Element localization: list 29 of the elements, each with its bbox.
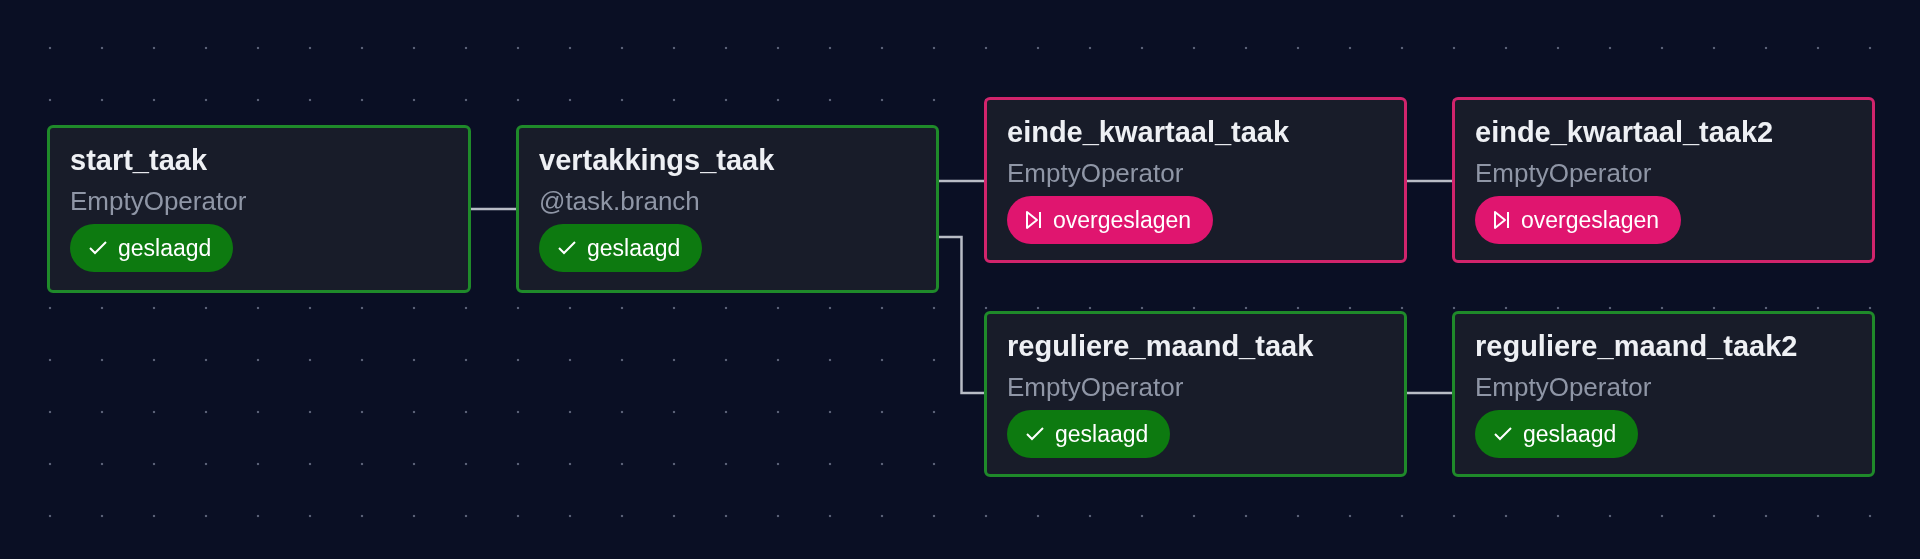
status-badge: geslaagd: [539, 224, 703, 272]
operator-type: EmptyOperator: [1475, 371, 1653, 404]
connector-line: [471, 207, 516, 211]
status-badge: geslaagd: [1007, 410, 1171, 458]
status-badge: geslaagd: [1475, 410, 1639, 458]
status-badge: overgeslagen: [1007, 196, 1214, 244]
connector-line: [939, 179, 984, 183]
task-name: vertakkings_taak: [539, 143, 776, 178]
operator-type: @task.branch: [539, 185, 701, 218]
task-name: einde_kwartaal_taak2: [1475, 115, 1775, 150]
task-card: [516, 125, 939, 293]
task-name: reguliere_maand_taak: [1007, 329, 1315, 364]
task-card: [47, 125, 471, 293]
connector-line: [1407, 391, 1452, 395]
task-name: einde_kwartaal_taak: [1007, 115, 1291, 150]
operator-type: EmptyOperator: [1475, 157, 1653, 190]
connector-line: [939, 235, 984, 395]
task-name: start_taak: [70, 143, 209, 178]
operator-type: EmptyOperator: [70, 185, 248, 218]
task-card: [1452, 311, 1875, 477]
task-card: [984, 311, 1407, 477]
operator-type: EmptyOperator: [1007, 157, 1185, 190]
operator-type: EmptyOperator: [1007, 371, 1185, 404]
task-card: [1452, 97, 1875, 263]
status-badge: overgeslagen: [1475, 196, 1682, 244]
status-badge: geslaagd: [70, 224, 234, 272]
task-name: reguliere_maand_taak2: [1475, 329, 1799, 364]
connector-line: [1407, 179, 1452, 183]
task-card: [984, 97, 1407, 263]
